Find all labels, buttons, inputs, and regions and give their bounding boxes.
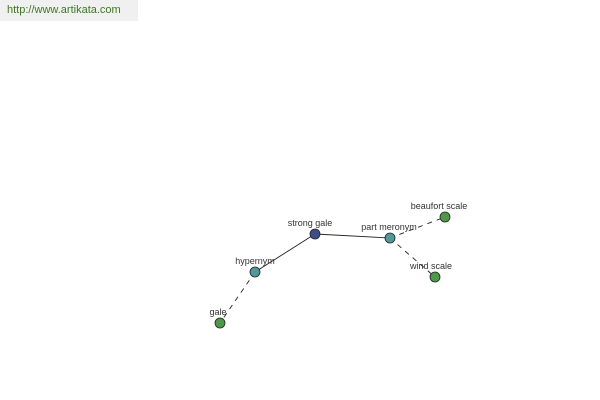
node-wind-scale[interactable] (429, 271, 441, 283)
labels-layer: strong gale hypernym part meronym gale beauf… (209, 201, 467, 317)
edge-part-meronym-to-wind-scale (389, 237, 436, 278)
node-label-beaufort-scale[interactable]: beaufort scale (411, 201, 468, 211)
nodes-layer (214, 211, 451, 329)
edge-strong-gale-to-hypernym (254, 233, 316, 273)
node-gale[interactable] (214, 317, 226, 329)
node-label-wind-scale[interactable]: wind scale (409, 261, 452, 271)
node-hypernym[interactable] (249, 266, 261, 278)
url-banner: http://www.artikata.com (0, 0, 138, 21)
edge-strong-gale-to-part-meronym (314, 233, 391, 239)
node-beaufort-scale[interactable] (439, 211, 451, 223)
node-part-meronym[interactable] (384, 232, 396, 244)
site-url-link[interactable]: http://www.artikata.com (7, 4, 121, 16)
node-strong-gale[interactable] (309, 228, 321, 240)
node-label-hypernym[interactable]: hypernym (235, 256, 275, 266)
node-label-gale[interactable]: gale (209, 307, 226, 317)
node-label-part-meronym[interactable]: part meronym (361, 222, 417, 232)
edges-layer (219, 216, 446, 324)
edge-hypernym-to-gale (219, 271, 256, 324)
node-label-strong-gale[interactable]: strong gale (288, 218, 333, 228)
